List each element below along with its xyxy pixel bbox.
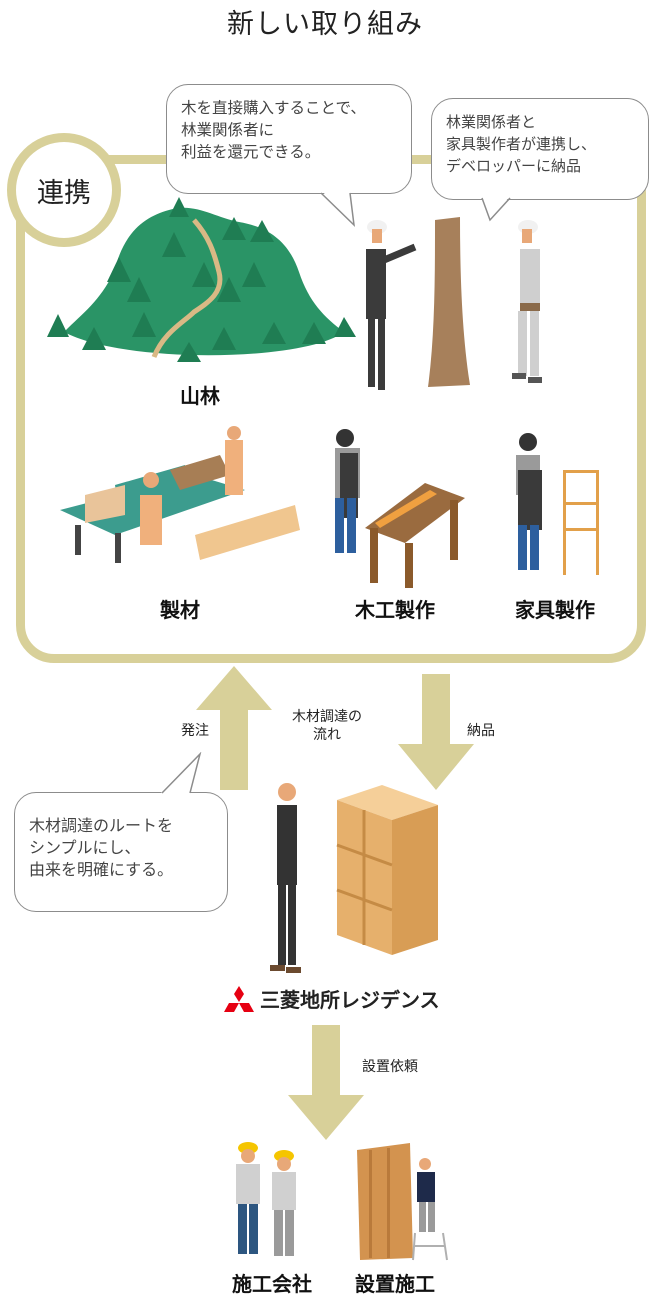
- developer-with-bookshelf-icon: [270, 783, 438, 973]
- flow-label-line: 木材調達の: [292, 709, 362, 725]
- bubble-line: 由来を明確にする。: [29, 860, 174, 879]
- contractor-label: 施工会社: [232, 1272, 312, 1296]
- three-diamonds-logo-icon: [224, 985, 254, 1012]
- order-arrow-up-icon: [196, 666, 272, 790]
- developer-logo: 三菱地所レジデンス: [224, 984, 440, 1013]
- bubble-line: 木を直接購入することで、: [181, 99, 366, 117]
- bubble-line: 利益を還元できる。: [181, 143, 321, 161]
- order-label: 発注: [181, 723, 209, 739]
- forester-inspecting-tree-icon: [366, 217, 542, 390]
- stage-label-furniture: 家具製作: [515, 598, 595, 622]
- bubble-line: 木材調達のルートを: [29, 816, 174, 835]
- install-request-arrow-down-icon: [288, 1025, 364, 1140]
- contractors-icon: [236, 1142, 296, 1256]
- install-request-label: 設置依頼: [362, 1059, 418, 1075]
- flow-label-line: 流れ: [313, 727, 341, 743]
- stage-label-sawmill: 製材: [160, 598, 200, 622]
- partnership-circle: 連携: [7, 133, 121, 247]
- installation-label: 設置施工: [355, 1272, 435, 1296]
- bubble-line: 林業関係者と: [446, 113, 537, 131]
- partnership-label: 連携: [37, 177, 91, 209]
- flow-label: 木材調達の 流れ: [272, 708, 382, 744]
- delivery-arrow-down-icon: [398, 674, 474, 790]
- speech-bubble-collaboration: 林業関係者と 家具製作者が連携し、 デベロッパーに納品: [431, 98, 649, 200]
- bubble-line: 家具製作者が連携し、: [446, 135, 597, 153]
- bubble-line: デベロッパーに納品: [446, 157, 582, 175]
- bubble-line: シンプルにし、: [29, 838, 141, 857]
- bubble-line: 林業関係者に: [181, 121, 275, 139]
- speech-bubble-developer: 木材調達のルートを シンプルにし、 由来を明確にする。: [14, 792, 228, 912]
- developer-name: 三菱地所レジデンス: [260, 988, 440, 1012]
- mountain-forest-icon: [47, 197, 356, 362]
- installer-icon: [357, 1143, 448, 1261]
- stage-label-woodwork: 木工製作: [355, 598, 435, 622]
- delivery-label: 納品: [467, 723, 495, 739]
- bubble-tail: [320, 190, 356, 228]
- speech-bubble-direct-purchase: 木を直接購入することで、 林業関係者に 利益を還元できる。: [166, 84, 412, 194]
- sawmill-icon: [60, 426, 300, 563]
- page-title: 新しい取り組み: [227, 9, 423, 40]
- stage-label-forest: 山林: [180, 384, 220, 408]
- bubble-tail: [160, 752, 202, 794]
- woodworker-icon: [335, 429, 465, 588]
- furniture-maker-icon: [516, 433, 599, 575]
- bubble-tail: [481, 196, 511, 222]
